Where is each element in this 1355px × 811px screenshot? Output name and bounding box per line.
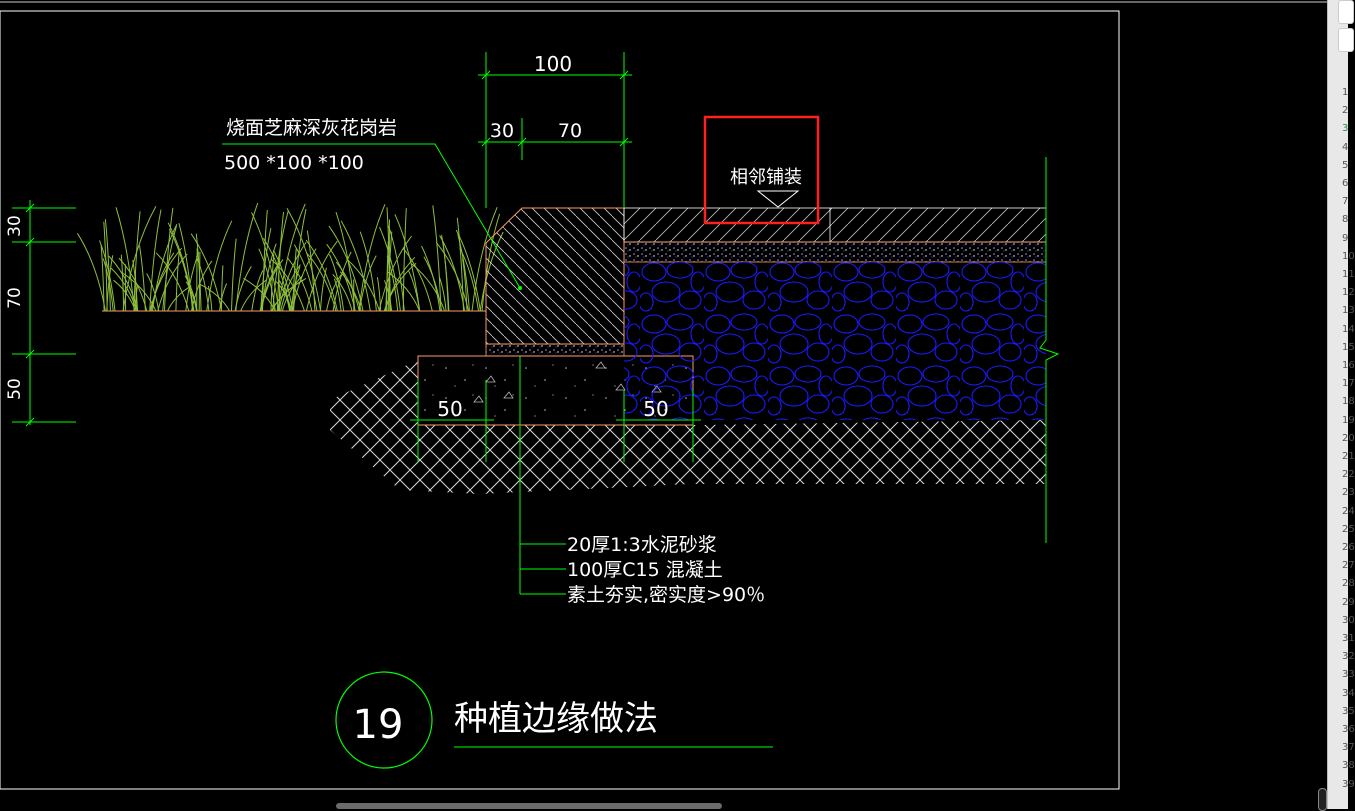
row-number[interactable]: 28 xyxy=(1342,579,1355,589)
row-number[interactable]: 5 xyxy=(1342,161,1348,171)
row-number[interactable]: 16 xyxy=(1342,361,1355,371)
row-number[interactable]: 21 xyxy=(1342,452,1355,462)
grass-blade xyxy=(221,265,223,311)
dim-left-30: 30 xyxy=(5,215,25,237)
grass-blade xyxy=(457,218,463,311)
horizontal-scrollbar[interactable] xyxy=(336,803,722,809)
layer-note-mortar: 20厚1:3水泥砂浆 xyxy=(567,534,717,556)
row-number[interactable]: 11 xyxy=(1342,270,1355,280)
dim-left-50: 50 xyxy=(5,378,25,400)
row-number[interactable]: 14 xyxy=(1342,325,1355,335)
row-number[interactable]: 12 xyxy=(1342,288,1355,298)
dim-70: 70 xyxy=(558,120,582,142)
row-number[interactable]: 22 xyxy=(1342,470,1355,480)
grass-blade xyxy=(261,228,271,311)
sidebar-box[interactable] xyxy=(1338,28,1354,52)
stone-label: 烧面芝麻深灰花岗岩 xyxy=(226,117,397,139)
row-number[interactable]: 18 xyxy=(1342,397,1355,407)
row-number[interactable]: 38 xyxy=(1342,761,1355,771)
dim-left-70: 70 xyxy=(5,287,25,309)
grass-blade xyxy=(403,208,406,311)
row-number[interactable]: 36 xyxy=(1342,725,1355,735)
row-number[interactable]: 24 xyxy=(1342,507,1355,517)
row-number[interactable]: 34 xyxy=(1342,689,1355,699)
row-number[interactable]: 23 xyxy=(1342,488,1355,498)
row-number[interactable]: 9 xyxy=(1342,234,1348,244)
grass-blade xyxy=(287,208,321,311)
row-number[interactable]: 27 xyxy=(1342,561,1355,571)
grass-blade xyxy=(196,256,209,311)
grass-blade xyxy=(235,266,251,311)
row-number[interactable]: 20 xyxy=(1342,434,1355,444)
row-number[interactable]: 32 xyxy=(1342,652,1355,662)
row-number[interactable]: 25 xyxy=(1342,525,1355,535)
row-number[interactable]: 26 xyxy=(1342,543,1355,553)
row-number[interactable]: 30 xyxy=(1342,616,1355,626)
grass-blade xyxy=(168,223,194,311)
row-number[interactable]: 31 xyxy=(1342,634,1355,644)
adjacent-paving xyxy=(624,208,1046,242)
adjacent-paving-label: 相邻铺装 xyxy=(730,167,802,188)
grass-blade xyxy=(232,239,237,311)
row-number[interactable]: 39 xyxy=(1342,780,1355,790)
level-marker-icon xyxy=(758,191,798,207)
row-number[interactable]: 7 xyxy=(1342,197,1348,207)
row-number[interactable]: 15 xyxy=(1342,343,1355,353)
layer-note-concrete: 100厚C15 混凝土 xyxy=(567,559,723,581)
granite-kerb xyxy=(486,208,624,344)
row-number[interactable]: 2 xyxy=(1342,106,1348,116)
grass-blade xyxy=(140,245,146,311)
dim-30: 30 xyxy=(490,120,514,142)
row-number[interactable]: 17 xyxy=(1342,379,1355,389)
row-number[interactable]: 19 xyxy=(1342,416,1355,426)
sidebar-box[interactable] xyxy=(1338,0,1354,24)
dim-bottom-right-50: 50 xyxy=(643,397,668,421)
mortar-layer xyxy=(486,344,624,356)
row-number[interactable]: 10 xyxy=(1342,252,1355,262)
gravel-base xyxy=(624,262,1046,420)
row-number[interactable]: 33 xyxy=(1342,670,1355,680)
row-number[interactable]: 8 xyxy=(1342,215,1348,225)
layer-note-soil: 素土夯实,密实度>90％ xyxy=(567,584,765,606)
detail-title: 种植边缘做法 xyxy=(454,699,658,739)
row-number[interactable]: 29 xyxy=(1342,598,1355,608)
row-number[interactable]: 1 xyxy=(1342,88,1348,98)
grass-blade xyxy=(422,246,441,311)
grass-blade xyxy=(359,256,376,311)
grass-blade xyxy=(179,223,193,311)
dim-total-100: 100 xyxy=(534,52,572,76)
grass-icon xyxy=(77,203,503,311)
dim-bottom-left-50: 50 xyxy=(437,397,462,421)
stone-size-label: 500 *100 *100 xyxy=(224,152,364,174)
row-number[interactable]: 35 xyxy=(1342,707,1355,717)
row-number[interactable]: 6 xyxy=(1342,179,1348,189)
grass-blade xyxy=(191,234,222,311)
sand-bedding xyxy=(624,242,1046,262)
row-number[interactable]: 37 xyxy=(1342,743,1355,753)
row-number[interactable]: 3 xyxy=(1342,124,1348,134)
row-number[interactable]: 13 xyxy=(1342,306,1355,316)
detail-number: 19 xyxy=(353,702,404,748)
vertical-scroll-handle[interactable] xyxy=(1318,788,1327,811)
row-number[interactable]: 4 xyxy=(1342,143,1348,153)
